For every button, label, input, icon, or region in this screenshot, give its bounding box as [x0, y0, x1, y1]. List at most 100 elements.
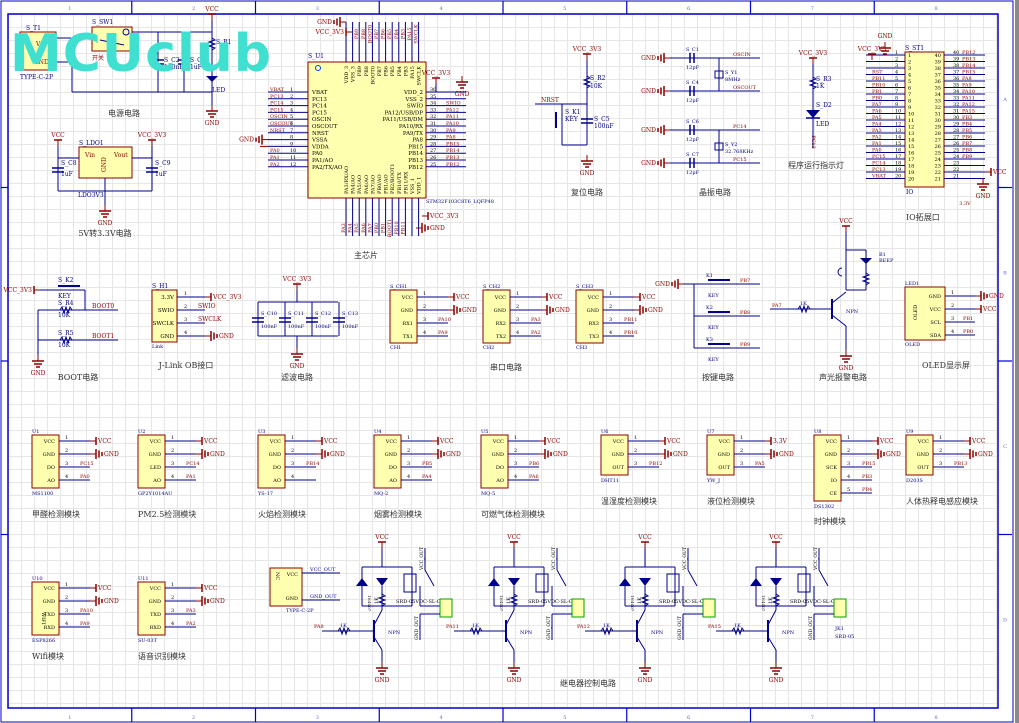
net-label: PB15	[446, 141, 459, 147]
buzzer-label: BEEP	[879, 258, 894, 264]
pin-number: 4	[171, 474, 174, 480]
designator: S_C10	[261, 311, 277, 317]
pin-name: DO	[389, 465, 397, 471]
pin-number: 21	[953, 174, 959, 180]
wire	[831, 314, 847, 327]
power-port: VCC_3V3	[137, 132, 166, 146]
pin-number: 2	[951, 303, 954, 309]
pin-name: VCC	[718, 439, 730, 445]
relay-model: SRD-05VDC-SL-C	[396, 599, 441, 605]
pin-name: TXD	[150, 612, 161, 618]
net-label: SWIO	[198, 303, 216, 310]
gnd-label: GND	[641, 127, 656, 134]
res-value: 10K	[58, 342, 71, 349]
net-label: PC15	[270, 107, 284, 113]
net-label: PB11	[872, 76, 885, 82]
part-model: CH3	[576, 345, 587, 351]
led-icon	[860, 258, 872, 264]
net-label: PB4	[962, 122, 972, 128]
resistor-icon	[337, 626, 351, 636]
pin-number: 1	[291, 435, 294, 441]
pin-number: 3	[290, 101, 293, 107]
pin-number: 22	[953, 167, 959, 173]
net-label: PB13	[446, 155, 459, 161]
net-label: PB8	[361, 29, 367, 39]
part-model: GP2Y1014AU	[138, 491, 172, 497]
power-label: VCC_3V3	[212, 294, 242, 301]
net-label: PA5	[354, 223, 360, 233]
pin-number: 3	[65, 608, 68, 614]
net-label: PB13	[954, 461, 967, 467]
power-label: VCC	[838, 218, 853, 225]
key-label: KEY	[565, 116, 579, 123]
gnd-symbol: GND	[98, 205, 113, 227]
designator: U11	[138, 576, 149, 582]
sensor-body	[31, 434, 60, 489]
pin-name: VCC	[929, 307, 941, 313]
pin-number: 37	[953, 70, 959, 76]
net-label: PB6	[962, 135, 972, 141]
designator: S_C3	[190, 57, 206, 64]
pin-name: PA12/USB/DP	[385, 110, 424, 116]
block-title: PM2.5检测模块	[138, 509, 196, 519]
net-label: PB6	[529, 461, 539, 467]
block-title: 电源电路	[108, 108, 140, 118]
sensor-body	[373, 434, 402, 489]
relay-switch	[556, 569, 567, 587]
zone-column-label: 1	[68, 6, 71, 12]
cap-value: 12pF	[686, 65, 700, 71]
net-label: NRST	[270, 128, 286, 134]
gnd-label: GND	[455, 91, 470, 98]
part-model: IO	[906, 189, 913, 196]
pin-name: PB4	[397, 66, 403, 76]
pin-name: TX1	[403, 334, 413, 340]
net-label: PA5	[755, 461, 765, 467]
net-label: VCC_OUT	[419, 547, 425, 571]
wire	[767, 609, 777, 626]
power-port: VCC	[506, 534, 521, 548]
part-model: DHT11	[601, 478, 619, 484]
pin-name: PA1/AO	[312, 158, 333, 164]
zone-column-label: 5	[563, 715, 566, 721]
pin-name: PB11/RX	[403, 171, 409, 194]
pin-name: PB12	[408, 165, 423, 171]
pin-number: 1	[516, 291, 519, 297]
designator: S_K2	[58, 277, 74, 284]
resistor-zigzag	[771, 593, 781, 607]
resistor-zigzag	[207, 37, 217, 51]
gnd-label: GND	[317, 19, 332, 26]
vertical-scrollbar[interactable]	[1015, 0, 1019, 723]
pin-number: 29	[953, 122, 959, 128]
net-label: PB10	[872, 83, 885, 89]
wire	[636, 609, 646, 626]
oled-body-label: OLED	[913, 305, 919, 320]
power-port: VCC_3V3	[315, 28, 352, 36]
pin-number: 15	[895, 141, 901, 147]
pin-number: 1	[65, 582, 68, 588]
net-label: OSCIN	[270, 114, 288, 120]
pin-name: PB1/AO	[384, 174, 390, 194]
net-label: OSCOUT	[733, 85, 757, 91]
net-label: PA4	[422, 474, 432, 480]
pin-number: 31	[430, 121, 436, 127]
relay-coil	[403, 573, 417, 593]
typec-output-connector	[269, 567, 303, 607]
pin-number: 36	[953, 76, 959, 82]
boot-circuit: VCC_3V3S_K2KEYS_R410KS_R510KBOOT0BOOT1GN…	[3, 277, 118, 382]
diode-label: 1N4007	[499, 595, 504, 612]
pin-number: 35	[935, 86, 941, 92]
power-label: VCC	[548, 294, 563, 301]
power-label: VCC_3V3	[857, 46, 887, 53]
net-label: PA1	[270, 155, 280, 161]
net-label: VBAT	[269, 87, 285, 93]
power-port: VCC	[448, 293, 470, 301]
pin-number: 4	[514, 474, 517, 480]
comm-module-body	[137, 581, 166, 636]
designator: S_Y2	[725, 142, 737, 148]
net-label: PB9	[740, 342, 750, 348]
